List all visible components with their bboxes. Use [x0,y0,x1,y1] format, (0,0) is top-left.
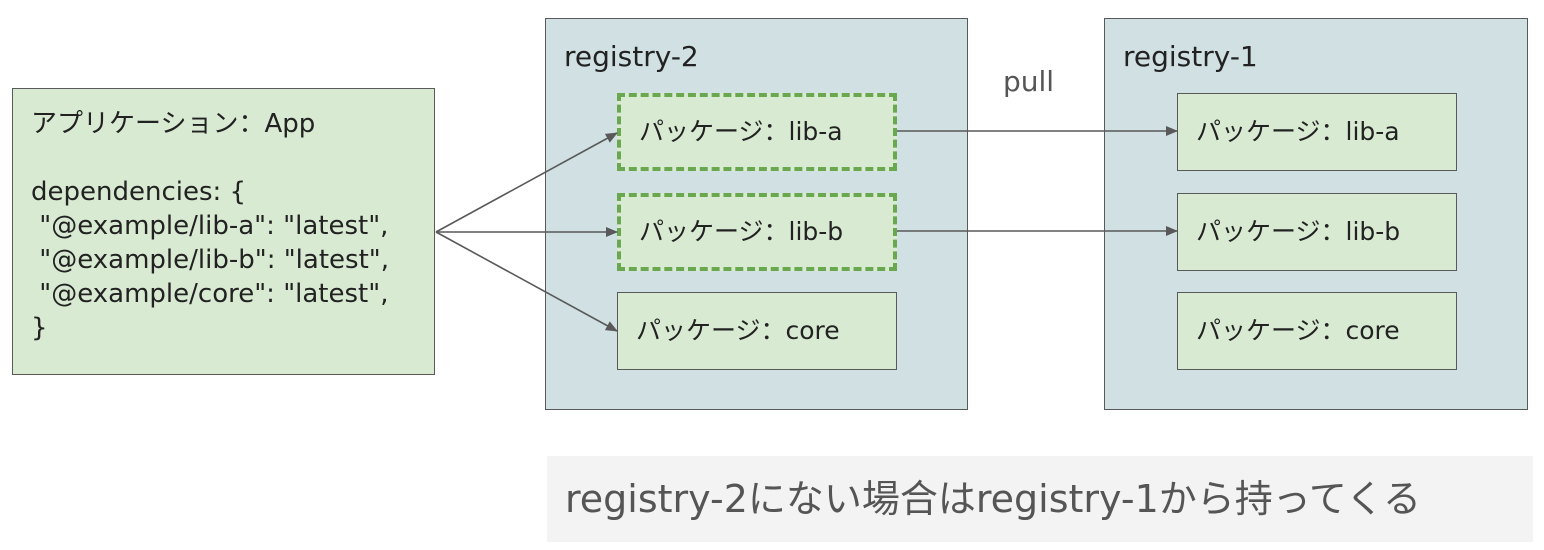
registry-2-package-core: パッケージ：core [617,292,897,370]
package-label: パッケージ：lib-a [639,117,843,146]
registry-2-label: registry-2 [564,40,699,73]
dependency-line: } [31,313,48,343]
registry-2-package-lib-b: パッケージ：lib-b [617,193,897,271]
package-label: パッケージ：lib-b [1196,217,1401,246]
dependency-line: dependencies: { [31,177,247,207]
dependency-line: "@example/lib-b": "latest", [31,245,389,275]
registry-2-package-lib-a: パッケージ：lib-a [617,93,897,171]
caption: registry-2にない場合はregistry-1から持ってくる [547,456,1533,542]
registry-1-label: registry-1 [1123,40,1258,73]
application-title: アプリケーション：App [31,109,316,139]
caption-text: registry-2にない場合はregistry-1から持ってくる [565,477,1421,521]
pull-label: pull [1003,65,1055,98]
package-label: パッケージ：lib-b [639,217,844,246]
registry-1-package-lib-a: パッケージ：lib-a [1177,93,1457,171]
package-label: パッケージ：lib-a [1196,117,1400,146]
dependency-line: "@example/core": "latest", [31,279,389,309]
dependency-line: "@example/lib-a": "latest", [31,211,389,241]
package-label: パッケージ：core [636,316,840,345]
application-node: アプリケーション：App dependencies: { "@example/l… [12,88,435,375]
package-label: パッケージ：core [1196,316,1400,345]
registry-1-package-core: パッケージ：core [1177,292,1457,370]
registry-1-package-lib-b: パッケージ：lib-b [1177,193,1457,271]
